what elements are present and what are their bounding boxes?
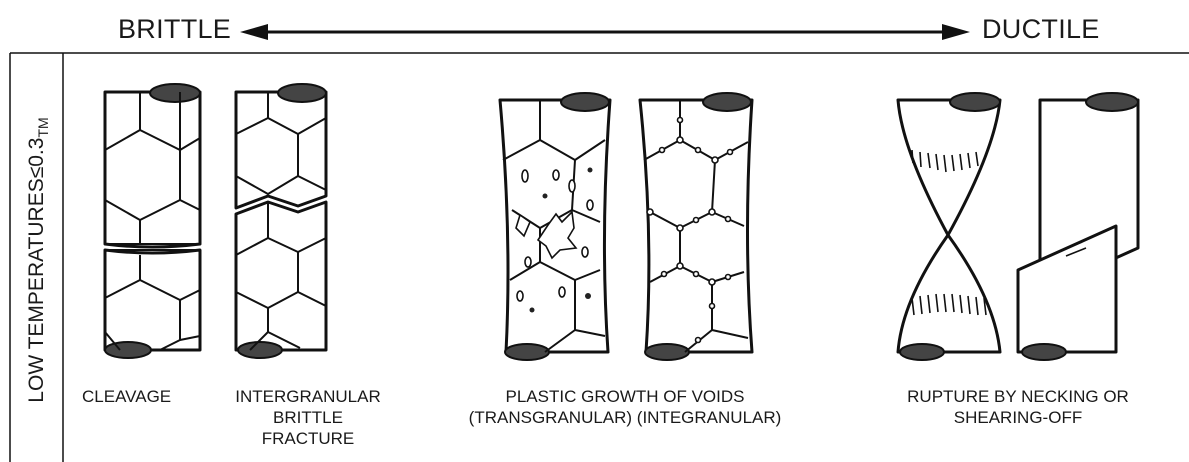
transgranular-voids-specimen [500,93,610,360]
caption-intergranular: INTERGRANULAR BRITTLE FRACTURE [218,386,398,449]
caption-line: BRITTLE [218,407,398,428]
necking-specimen [898,93,1000,360]
caption-line: RUPTURE BY NECKING OR [878,386,1158,407]
caption-line: FRACTURE [218,428,398,449]
caption-cleavage: CLEAVAGE [82,386,171,407]
caption-line: CLEAVAGE [82,386,171,407]
intergranular-voids-specimen [640,93,752,360]
temperature-label-subscript: TM [35,117,51,137]
caption-line: PLASTIC GROWTH OF VOIDS [430,386,820,407]
brittle-ductile-arrow [240,24,970,40]
cleavage-specimen [105,84,200,358]
caption-line: (TRANSGRANULAR) (INTEGRANULAR) [430,407,820,428]
shearing-specimen [1018,93,1138,360]
temperature-axis-label: LOW TEMPERATURES≤0.3TM [25,80,51,440]
intergranular-specimen [236,84,326,358]
caption-line: SHEARING-OFF [878,407,1158,428]
temperature-label-text: LOW TEMPERATURES≤0.3 [25,138,48,403]
caption-line: INTERGRANULAR [218,386,398,407]
caption-rupture: RUPTURE BY NECKING OR SHEARING-OFF [878,386,1158,428]
caption-plastic-growth: PLASTIC GROWTH OF VOIDS (TRANSGRANULAR) … [430,386,820,428]
